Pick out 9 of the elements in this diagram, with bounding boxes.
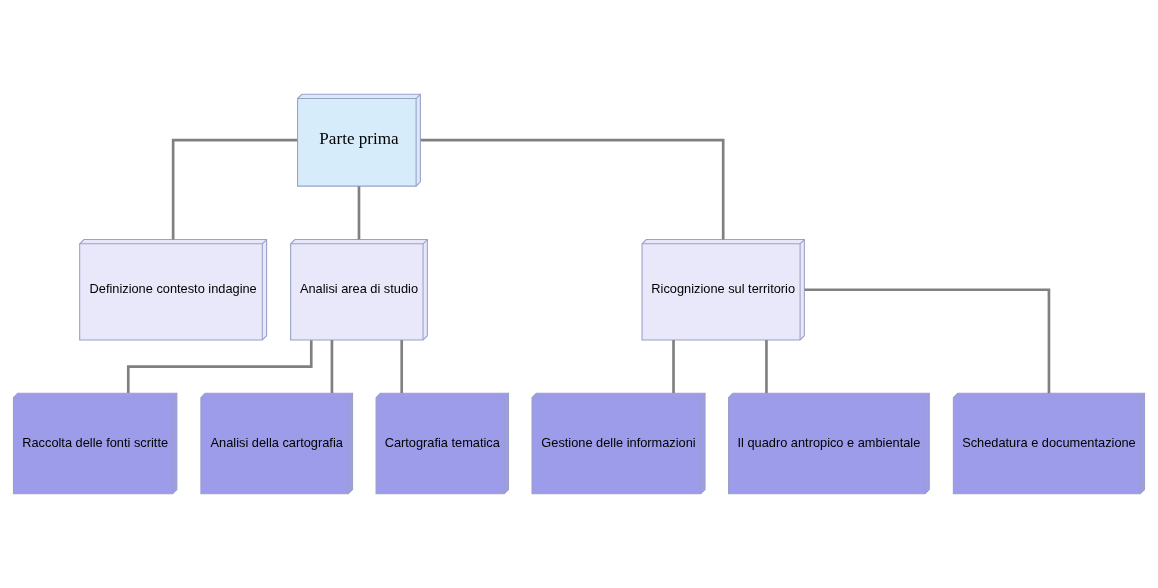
connector (420, 138, 725, 240)
connector (804, 288, 1051, 394)
connector (672, 340, 675, 394)
connector (330, 340, 334, 394)
connector (400, 340, 404, 394)
connector (357, 186, 361, 240)
connector (171, 138, 298, 240)
connector (765, 340, 768, 394)
connector (126, 340, 313, 394)
